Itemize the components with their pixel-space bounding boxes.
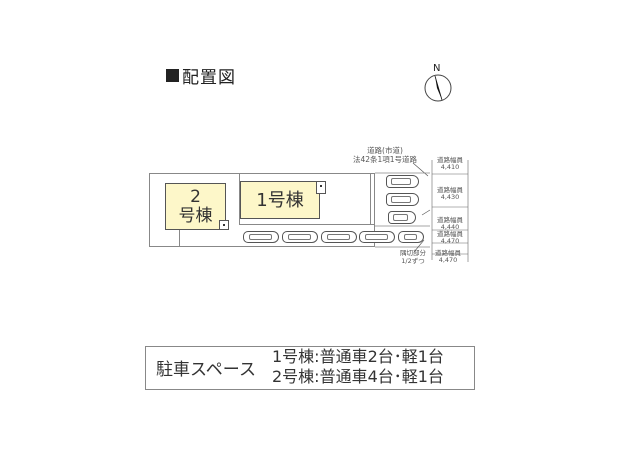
building-1: 1号棟	[240, 181, 320, 219]
building-1-label: 1号棟	[256, 190, 304, 211]
page-title: 配置図	[166, 63, 236, 88]
partition-line1: 隅切部分	[400, 249, 426, 257]
title-text: 配置図	[182, 68, 236, 88]
car-icon	[386, 193, 419, 206]
road-width-value: 4,470	[440, 237, 460, 245]
car-icon	[321, 231, 357, 243]
building-2-label: 号棟	[178, 206, 213, 226]
north-compass: N	[423, 63, 463, 113]
parking-summary-box	[145, 346, 475, 390]
parking-building-1: 1号棟:普通車2台･軽1台	[272, 347, 444, 366]
entrance-icon	[316, 181, 326, 194]
square-bullet-icon	[166, 69, 179, 82]
road-width-value: 4,440	[440, 223, 460, 231]
kei-car-icon	[398, 231, 424, 243]
road-width-1: 道路幅員 4,410	[431, 157, 469, 171]
partition-line2: 1/2ずつ	[401, 256, 425, 265]
road-label: 道路(市道) 法42条1項1号道路	[335, 146, 435, 164]
car-icon	[359, 231, 395, 243]
parking-divider	[370, 173, 371, 225]
road-width-label: 道路幅員	[437, 186, 463, 194]
road-width-label: 道路幅員	[437, 230, 463, 238]
road-width-4: 道路幅員 4,470	[431, 231, 469, 245]
road-width-5: 道路幅員 4,470	[429, 250, 467, 264]
car-icon	[386, 175, 419, 188]
lot2-divider	[179, 230, 180, 247]
road-width-value: 4,410	[440, 163, 460, 171]
road-width-2: 道路幅員 4,430	[431, 187, 469, 201]
parking-details: 1号棟:普通車2台･軽1台 2号棟:普通車4台･軽1台	[272, 347, 444, 387]
road-width-label: 道路幅員	[437, 156, 463, 164]
road-width-label: 道路幅員	[437, 216, 463, 224]
parking-building-2: 2号棟:普通車4台･軽1台	[272, 367, 444, 386]
compass-n-label: N	[433, 63, 441, 74]
road-type: 道路(市道)	[367, 146, 403, 155]
lot1-bottom-line	[239, 224, 375, 225]
lot-divider	[239, 173, 240, 225]
road-width-3: 道路幅員 4,440	[431, 217, 469, 231]
corner-cut-note: 隅切部分 1/2ずつ	[395, 249, 431, 265]
entrance-icon	[219, 220, 229, 230]
road-law: 法42条1項1号道路	[352, 155, 418, 164]
parking-label: 駐車スペース	[156, 360, 256, 380]
kei-car-icon	[388, 211, 416, 224]
road-width-value: 4,430	[440, 193, 460, 201]
road-width-value: 4,470	[438, 256, 458, 264]
car-icon	[243, 231, 279, 243]
car-icon	[282, 231, 318, 243]
site-east-line	[374, 173, 375, 247]
compass-arrow-icon	[424, 74, 452, 102]
road-width-label: 道路幅員	[435, 249, 461, 257]
building-2-number: 2	[190, 187, 201, 207]
building-2: 2 号棟	[165, 183, 226, 230]
